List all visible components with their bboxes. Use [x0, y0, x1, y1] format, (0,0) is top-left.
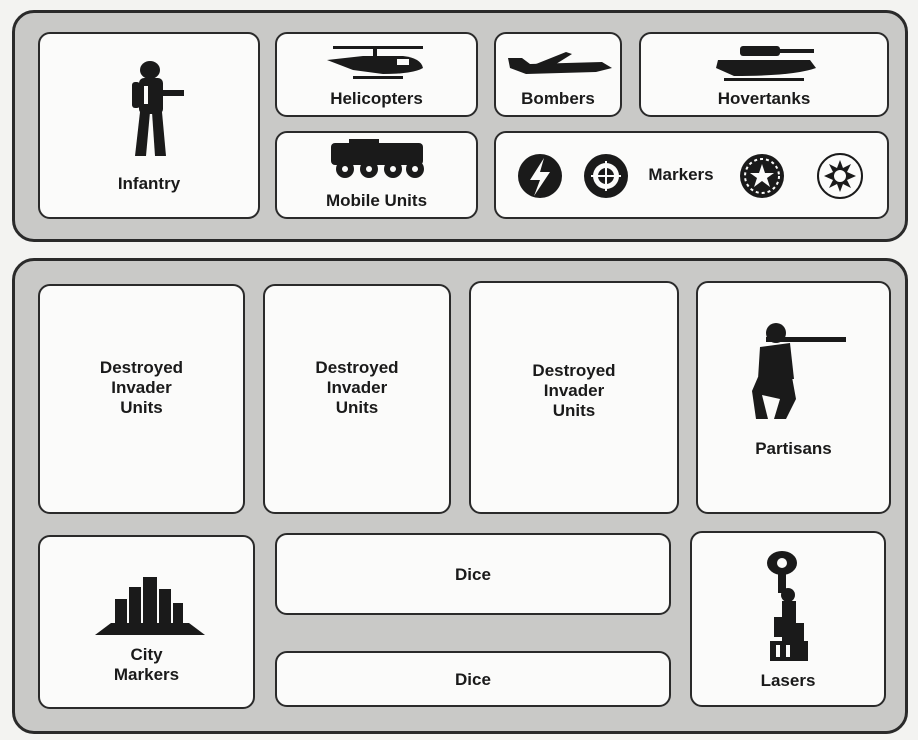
destroyed-units-label-2: Destroyed Invader Units	[315, 358, 399, 417]
destroyed-units-label-3: Destroyed Invader Units	[532, 361, 616, 420]
sun-face-marker-icon	[816, 152, 864, 200]
helicopter-icon	[323, 42, 433, 82]
star-laurel-marker-icon	[738, 152, 786, 200]
armored-vehicle-icon	[325, 139, 429, 179]
partisans-slot[interactable]: Partisans	[696, 281, 891, 514]
city-markers-label: City Markers	[113, 645, 180, 684]
city-skyline-icon	[95, 575, 205, 635]
hovertanks-label: Hovertanks	[717, 89, 811, 108]
markers-label: Markers	[648, 165, 714, 184]
dice-label-2: Dice	[455, 670, 491, 689]
lasers-slot[interactable]: Lasers	[690, 531, 886, 707]
destroyed-units-slot-1[interactable]: Destroyed Invader Units	[38, 284, 245, 514]
bottom-tray: Destroyed Invader Units Destroyed Invade…	[12, 258, 908, 734]
helicopters-label: Helicopters	[330, 89, 423, 108]
dice-slot-1[interactable]: Dice	[275, 533, 671, 615]
top-tray: Infantry Helicopters Bombers	[12, 10, 908, 242]
bombers-label: Bombers	[521, 89, 595, 108]
infantry-soldier-icon	[120, 60, 186, 160]
partisan-rifleman-icon	[746, 319, 846, 423]
hovertanks-slot[interactable]: Hovertanks	[639, 32, 889, 117]
partisans-label: Partisans	[755, 439, 832, 458]
markers-slot[interactable]: Markers	[494, 131, 889, 219]
destroyed-units-slot-3[interactable]: Destroyed Invader Units	[469, 281, 679, 514]
bombers-slot[interactable]: Bombers	[494, 32, 622, 117]
helicopters-slot[interactable]: Helicopters	[275, 32, 478, 117]
infantry-label: Infantry	[117, 174, 181, 193]
infantry-slot[interactable]: Infantry	[38, 32, 260, 219]
mobile-units-slot[interactable]: Mobile Units	[275, 131, 478, 219]
lasers-label: Lasers	[760, 671, 816, 690]
sunburst-marker-icon	[582, 152, 630, 200]
destroyed-units-label-1: Destroyed Invader Units	[99, 358, 184, 417]
bomber-jet-icon	[506, 48, 614, 78]
lightning-marker-icon	[516, 152, 564, 200]
city-markers-slot[interactable]: City Markers	[38, 535, 255, 709]
laser-tower-icon	[764, 547, 814, 665]
mobile-units-label: Mobile Units	[325, 191, 428, 210]
hovertank-icon	[714, 42, 818, 82]
destroyed-units-slot-2[interactable]: Destroyed Invader Units	[263, 284, 451, 514]
dice-label-1: Dice	[455, 565, 491, 584]
dice-slot-2[interactable]: Dice	[275, 651, 671, 707]
